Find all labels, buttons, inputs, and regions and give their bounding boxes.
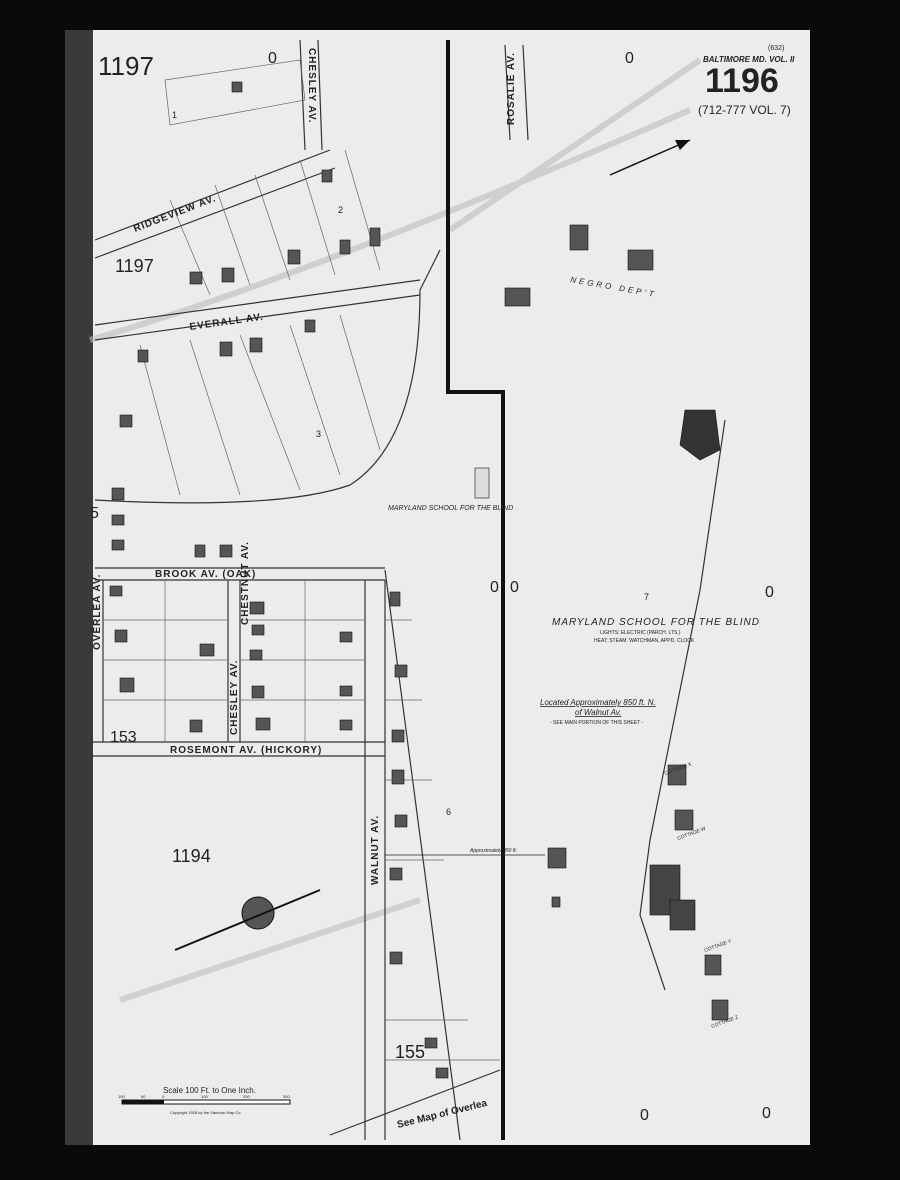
- school-small-label: MARYLAND SCHOOL FOR THE BLIND: [388, 505, 513, 512]
- street-label: CHESLEY AV.: [306, 48, 317, 123]
- school-lights: LIGHTS: ELECTRIC (PARCH. LTS.): [600, 630, 681, 636]
- block-number: 7: [644, 592, 649, 602]
- zero-marker: 0: [268, 50, 277, 67]
- see-note: - SEE MAIN PORTION OF THIS SHEET -: [550, 720, 643, 726]
- building-footprints: [109, 81, 729, 1079]
- location-note: of Walnut Av.: [575, 708, 621, 717]
- scale-tick: 0: [162, 1094, 165, 1099]
- block-number: 2: [338, 205, 343, 215]
- paper: [65, 30, 810, 1145]
- street-label: ROSALIE AV.: [506, 52, 517, 125]
- boundary-line: [446, 40, 505, 1140]
- street-label: BROOK AV. (OAK): [155, 569, 256, 580]
- block-number: 6: [446, 807, 451, 817]
- scale-tick: 100: [118, 1094, 125, 1099]
- adjacent-sheet: 153: [110, 729, 137, 746]
- compass-rose-icon: [174, 889, 321, 951]
- street-label: WALNUT AV.: [370, 815, 381, 885]
- scale-tick: 300: [283, 1094, 290, 1099]
- adjacent-sheet: 1197: [115, 256, 154, 276]
- adjacent-sheet: 5: [90, 505, 99, 522]
- sheet-number: 1196: [705, 62, 779, 100]
- scale-title: Scale 100 Ft. to One Inch.: [163, 1086, 256, 1095]
- adjacent-sheet: 1197: [98, 51, 154, 81]
- scale-bar: [121, 1099, 291, 1105]
- block-number: 3: [316, 429, 321, 439]
- atlas-title: BALTIMORE MD. VOL. II: [703, 55, 795, 64]
- zero-marker: 0: [510, 579, 519, 596]
- street-label: ROSEMONT AV. (HICKORY): [170, 745, 322, 756]
- binding-edge: [65, 30, 93, 1145]
- location-note: Located Approximately 850 ft. N.: [540, 698, 656, 707]
- block-number: 1: [172, 110, 177, 120]
- school-heat: HEAT: STEAM. WATCHMAN, APPD. CLOCK: [594, 638, 695, 644]
- adjacent-sheet: 1194: [172, 846, 211, 866]
- scale-tick: 50: [141, 1094, 146, 1099]
- approx-note: Approximately 850 ft.: [469, 848, 517, 854]
- copyright: Copyright 1928 by the Sanborn Map Co.: [170, 1110, 242, 1115]
- street-lines: [90, 39, 726, 1141]
- street-label: OVERLEA AV.: [92, 574, 103, 650]
- school-title: MARYLAND SCHOOL FOR THE BLIND: [552, 617, 760, 628]
- zero-marker: 0: [625, 50, 634, 67]
- north-arrow-icon: [609, 139, 691, 176]
- lot-lines: [103, 59, 500, 1061]
- page-ref: (632): [768, 45, 784, 52]
- zero-marker: 0: [765, 584, 774, 601]
- street-label: CHESTNUT AV.: [240, 541, 251, 625]
- zero-marker: 0: [762, 1105, 771, 1122]
- scale-tick: 100: [201, 1094, 208, 1099]
- zero-marker: 0: [490, 579, 499, 596]
- street-label: CHESLEY AV.: [229, 660, 240, 735]
- zero-marker: 0: [640, 1107, 649, 1124]
- scale-tick: 200: [243, 1094, 250, 1099]
- adjacent-sheet: 155: [395, 1042, 425, 1062]
- volume-ref: (712-777 VOL. 7): [698, 103, 791, 117]
